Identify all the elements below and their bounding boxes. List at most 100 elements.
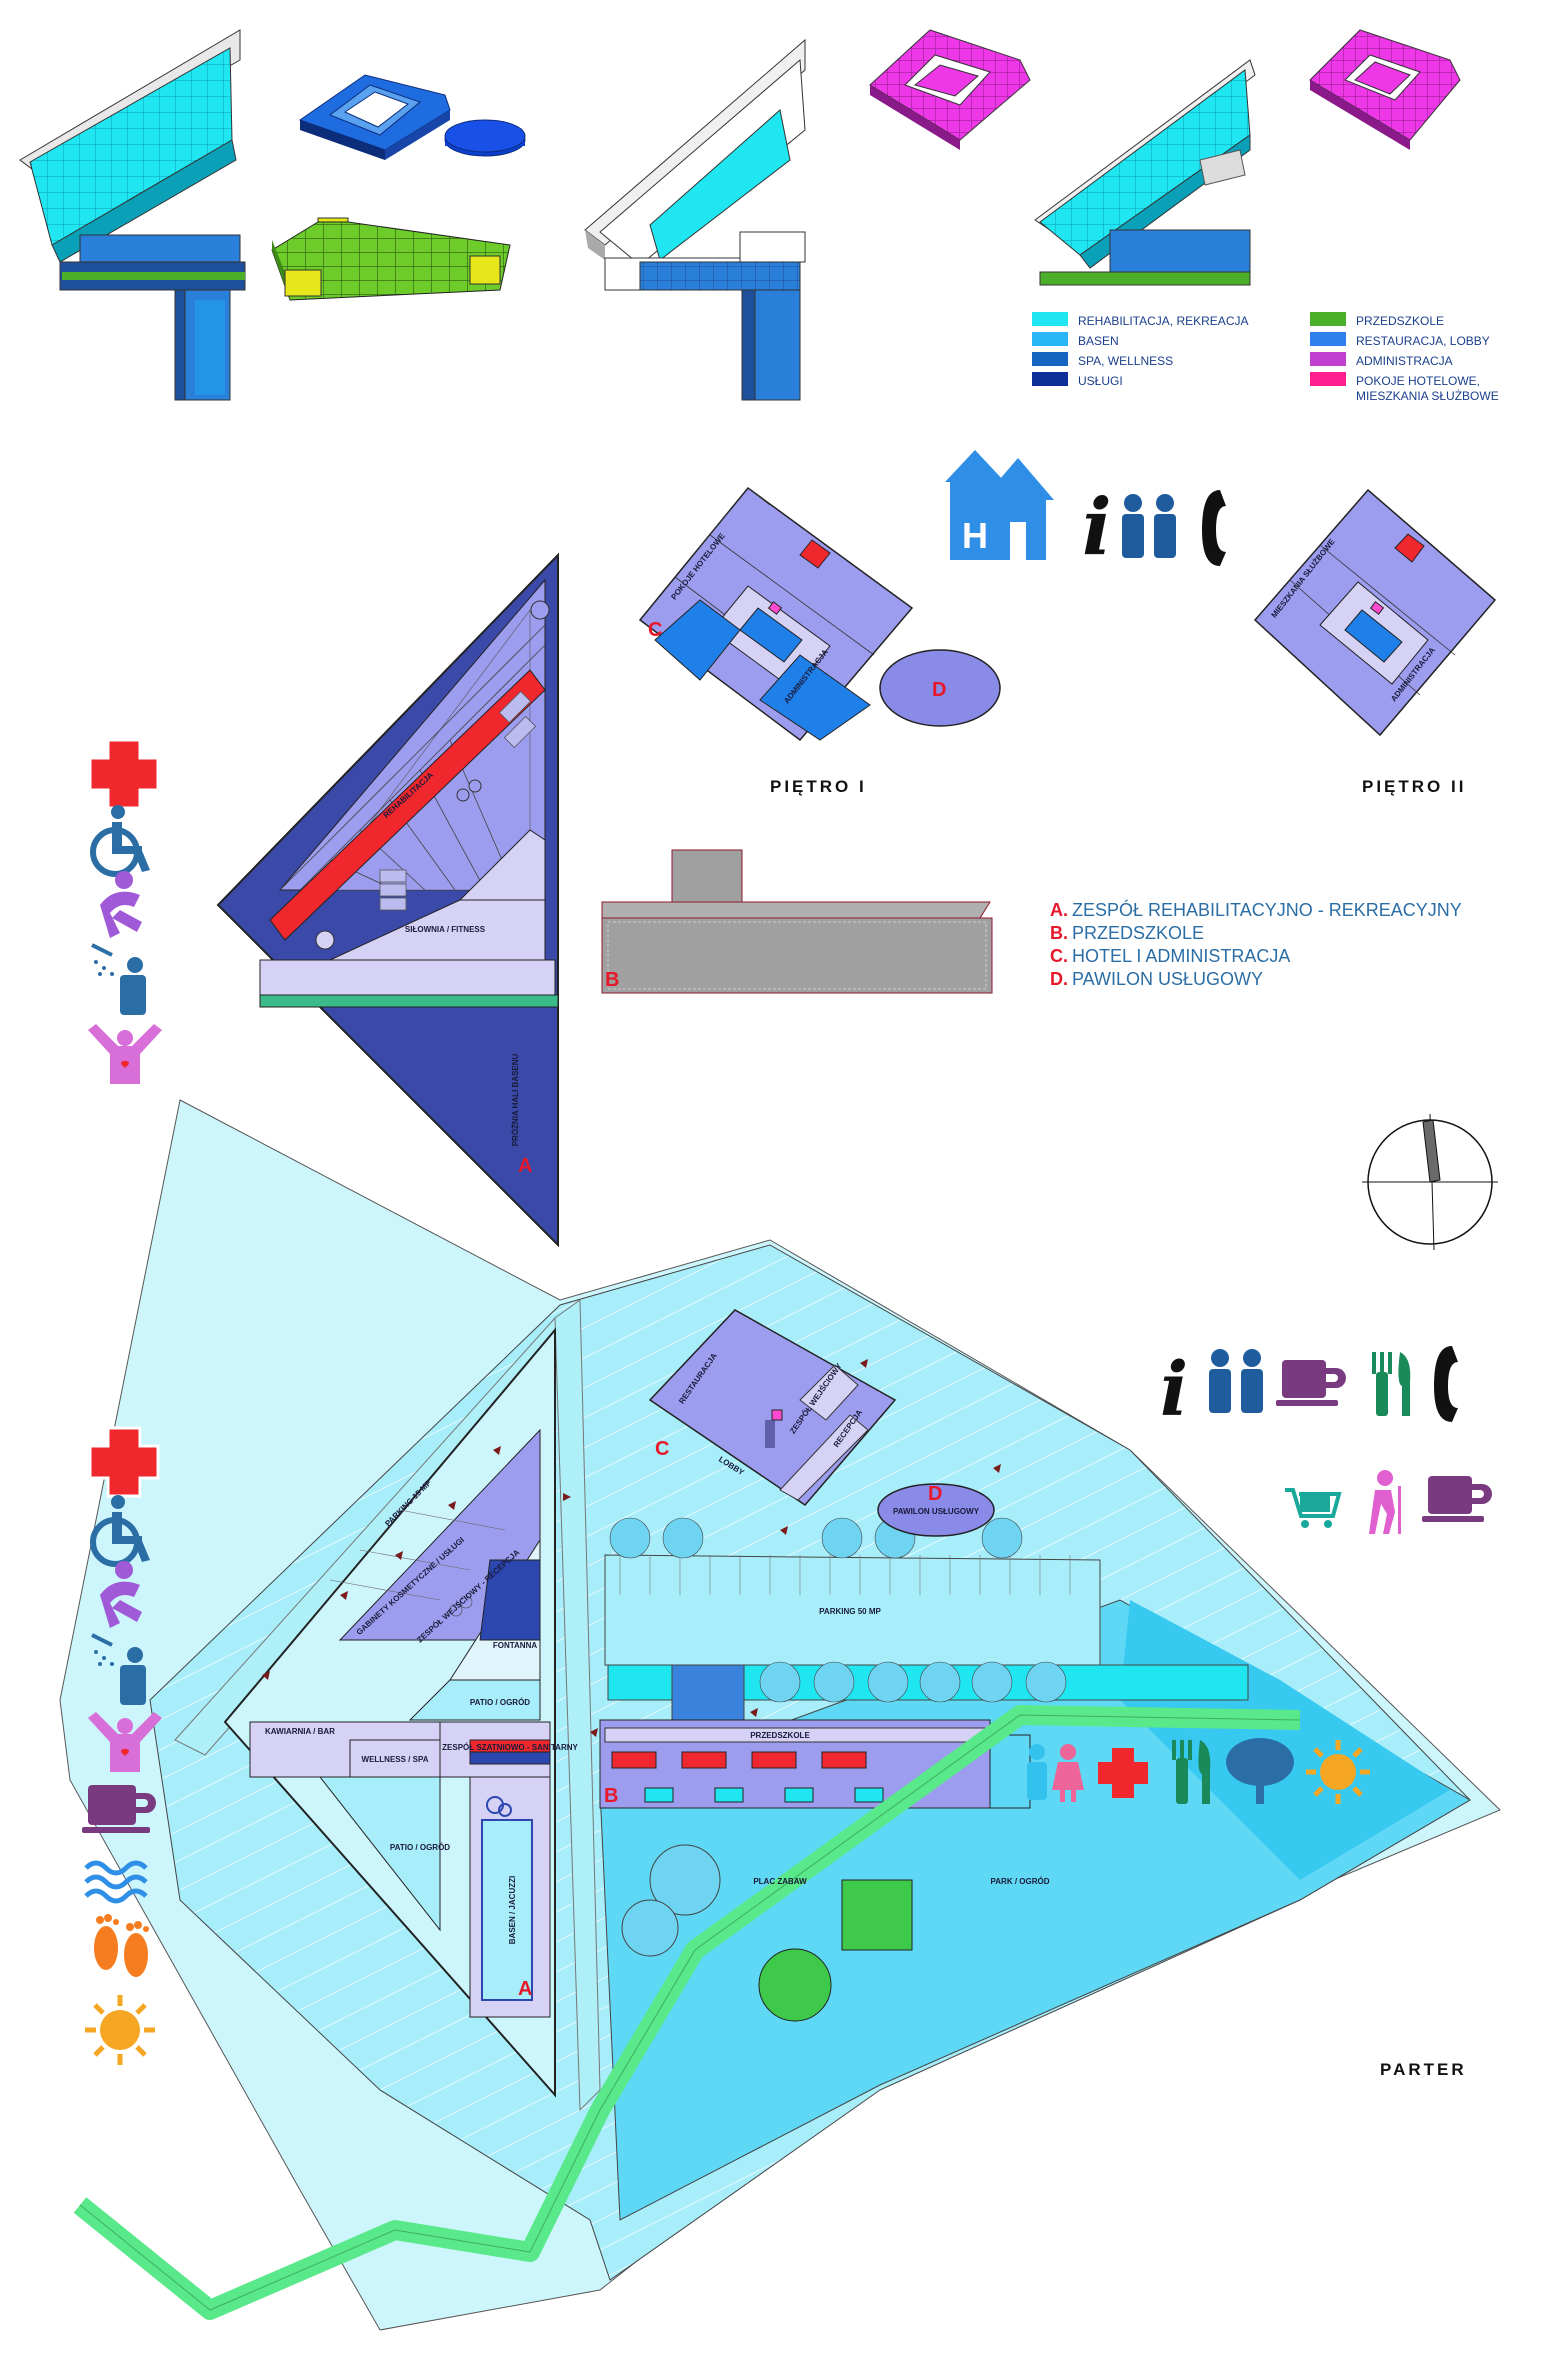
people-icon xyxy=(1209,1349,1263,1413)
zone-letter-b-upper: B xyxy=(605,969,619,991)
hiker-icon xyxy=(1369,1470,1401,1534)
label-patio1: PATIO / OGRÓD xyxy=(470,1698,530,1707)
room-label-void: PRÓŻNIA HALI BASENU xyxy=(511,1053,520,1146)
ground-service-icons: i xyxy=(1160,1346,1492,1534)
coffee-cup-icon xyxy=(1276,1360,1346,1406)
ground-left-icon-column xyxy=(82,1426,162,2065)
legend-label: RESTAURACJA, LOBBY xyxy=(1356,334,1490,348)
zone-key-item: C.HOTEL I ADMINISTRACJA xyxy=(1050,946,1290,966)
zone-key-item: D.PAWILON USŁUGOWY xyxy=(1050,969,1263,989)
function-legend: REHABILITACJA, REKREACJA BASEN SPA, WELL… xyxy=(1032,312,1499,403)
zone-letter-c-upper: C xyxy=(648,619,662,641)
label-patio2: PATIO / OGRÓD xyxy=(390,1843,450,1852)
restaurant-icon xyxy=(1172,1740,1211,1804)
label-parking-mid: PARKING 50 MP xyxy=(819,1607,881,1616)
shower-icon xyxy=(91,943,146,1015)
floor-title-2: PIĘTRO II xyxy=(1362,777,1466,796)
zone-letter-a-upper: A xyxy=(518,1155,532,1177)
legend-item: BASEN xyxy=(1032,332,1119,348)
label-cafe: KAWIARNIA / BAR xyxy=(265,1727,335,1736)
legend-label-line2: MIESZKANIA SŁUŻBOWE xyxy=(1356,389,1499,403)
medical-cross-icon xyxy=(88,1426,160,1498)
home-icon xyxy=(982,458,1054,560)
upper-floor-plan-c1: POKOJE HOTELOWE ADMINISTRACJA C D xyxy=(638,486,1001,742)
shopping-cart-icon xyxy=(1285,1488,1342,1528)
ground-floor-site-plan: PARKING 15 MP PARKING 50 MP GABINETY KOS… xyxy=(59,1099,1501,2331)
legend-label: POKOJE HOTELOWE, xyxy=(1356,374,1480,388)
label-pavilion: PAWILON USŁUGOWY xyxy=(893,1507,980,1516)
legend-label: REHABILITACJA, REKREACJA xyxy=(1078,314,1248,328)
info-icon: i xyxy=(1160,1347,1188,1433)
zone-key-item: B.PRZEDSZKOLE xyxy=(1050,923,1204,943)
axonometric-model-6 xyxy=(1034,59,1256,286)
axonometric-model-5 xyxy=(869,29,1031,150)
sun-icon xyxy=(85,1995,155,2065)
legend-label: BASEN xyxy=(1078,334,1119,348)
fitness-person-icon xyxy=(88,1024,162,1084)
room-label-gym: SIŁOWNIA / FITNESS xyxy=(405,925,486,934)
legend-item: POKOJE HOTELOWE, MIESZKANIA SŁUŻBOWE xyxy=(1310,372,1499,403)
legend-item: USŁUGI xyxy=(1032,372,1123,388)
zone-letter-c-ground: C xyxy=(655,1438,669,1460)
shower-icon xyxy=(91,1633,146,1705)
info-icon: i xyxy=(1082,482,1112,573)
legend-item: ADMINISTRACJA xyxy=(1310,352,1453,368)
floor-title-1: PIĘTRO I xyxy=(770,777,867,796)
upper-floor-plan-a: REHABILITACJA SIŁOWNIA / FITNESS PRÓŻNIA… xyxy=(216,552,559,1248)
children-icon xyxy=(1027,1744,1084,1802)
exercise-icon xyxy=(100,871,142,938)
zone-key-item: A.ZESPÓŁ REHABILITACYJNO - REKREACYJNY xyxy=(1050,899,1462,920)
legend-item: RESTAURACJA, LOBBY xyxy=(1310,332,1490,348)
label-park: PARK / OGRÓD xyxy=(991,1877,1050,1886)
label-fountain: FONTANNA xyxy=(493,1641,538,1650)
exercise-icon xyxy=(100,1561,142,1628)
axonometric-model-1 xyxy=(19,29,246,401)
tree-icon xyxy=(1226,1738,1294,1804)
axonometric-model-7 xyxy=(1309,29,1461,150)
coffee-cup-icon xyxy=(1422,1476,1492,1522)
zone-letter-d-ground: D xyxy=(928,1483,942,1505)
upper-floor-plan-c2: MIESZKANIA SŁUŻBOWE ADMINISTRACJA xyxy=(1253,488,1497,737)
park-icons xyxy=(1027,1738,1370,1804)
legend-label: PRZEDSZKOLE xyxy=(1356,314,1444,328)
upper-service-icons: H i xyxy=(945,450,1226,573)
legend-item: REHABILITACJA, REKREACJA xyxy=(1032,312,1248,328)
upper-left-icon-column xyxy=(88,738,162,1084)
restaurant-icon xyxy=(1372,1352,1411,1416)
label-pool: BASEN / JACUZZI xyxy=(508,1876,517,1944)
compass-icon xyxy=(1362,1113,1498,1251)
phone-icon xyxy=(1434,1346,1458,1422)
legend-label: USŁUGI xyxy=(1078,374,1123,388)
people-icon xyxy=(1122,494,1176,558)
label-playground: PLAC ZABAW xyxy=(753,1877,807,1886)
medical-cross-icon xyxy=(88,738,160,810)
label-wellness: WELLNESS / SPA xyxy=(362,1755,429,1764)
coffee-cup-icon xyxy=(82,1785,156,1833)
zone-key: A.ZESPÓŁ REHABILITACYJNO - REKREACYJNY B… xyxy=(1050,899,1462,989)
legend-label: ADMINISTRACJA xyxy=(1356,354,1453,368)
wheelchair-icon xyxy=(90,805,150,877)
upper-floor-plan-b: B xyxy=(601,849,993,994)
floor-title-ground: PARTER xyxy=(1380,2060,1467,2079)
info-letter: i xyxy=(1082,482,1112,573)
legend-item: PRZEDSZKOLE xyxy=(1310,312,1444,328)
axonometric-model-4 xyxy=(584,38,806,401)
medical-cross-icon xyxy=(1098,1748,1148,1798)
water-waves-icon xyxy=(84,1860,148,1904)
label-kindergarten: PRZEDSZKOLE xyxy=(750,1731,810,1740)
zone-letter-b-ground: B xyxy=(604,1785,618,1807)
phone-icon xyxy=(1202,490,1226,566)
legend-item: SPA, WELLNESS xyxy=(1032,352,1173,368)
axonometric-model-2 xyxy=(298,74,526,160)
footprints-icon xyxy=(94,1914,149,1977)
legend-label: SPA, WELLNESS xyxy=(1078,354,1173,368)
zone-letter-a-ground: A xyxy=(518,1978,532,2000)
fitness-person-icon xyxy=(88,1712,162,1772)
wheelchair-icon xyxy=(90,1495,150,1567)
axonometric-model-3 xyxy=(271,217,511,301)
sun-icon xyxy=(1306,1740,1370,1804)
label-sanitary: ZESPÓŁ SZATNIOWO - SANITARNY xyxy=(442,1743,578,1752)
zone-letter-d-upper: D xyxy=(932,679,946,701)
hotel-letter: H xyxy=(962,515,988,556)
